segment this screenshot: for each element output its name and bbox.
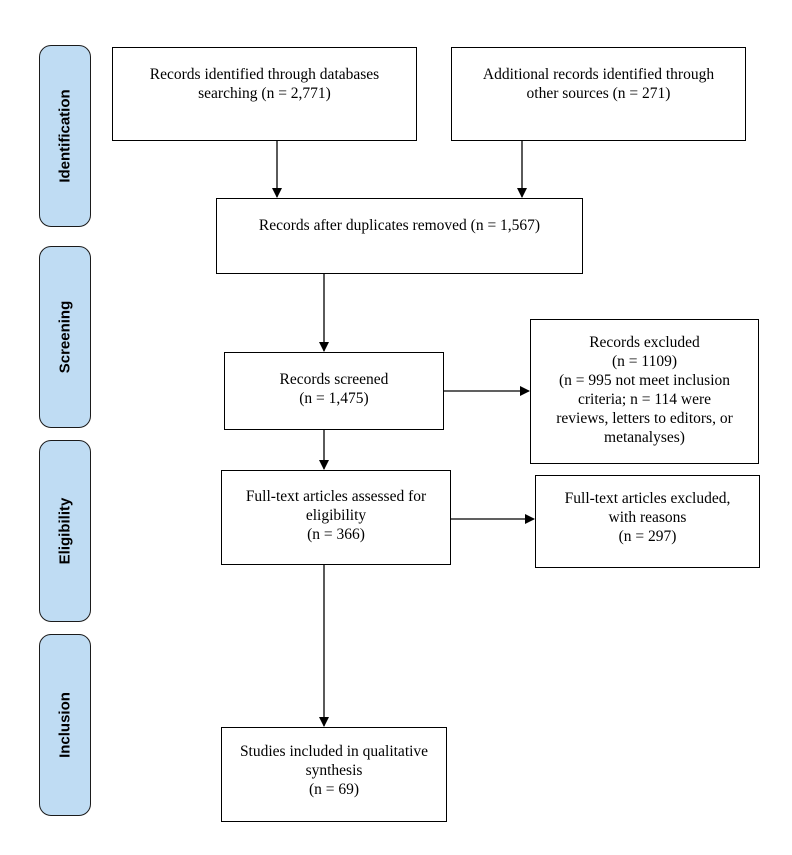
box-database-records-line-2: searching (n = 2,771) <box>198 85 331 102</box>
box-studies-included-line-3: (n = 69) <box>308 781 360 798</box>
box-fulltext-assessed: Full-text articles assessed for eligibil… <box>221 470 451 565</box>
box-records-excluded-line-3: (n = 995 not meet inclusion <box>558 372 731 389</box>
box-records-excluded: Records excluded (n = 1109) (n = 995 not… <box>530 319 759 464</box>
stage-inclusion: Inclusion <box>39 634 91 816</box>
box-fulltext-excluded: Full-text articles excluded, with reason… <box>535 475 760 568</box>
box-records-excluded-line-1: Records excluded <box>589 334 700 351</box>
box-other-sources-line-1: Additional records identified through <box>482 66 715 83</box>
box-fulltext-excluded-line-2: with reasons <box>608 509 687 526</box>
box-fulltext-assessed-line-3: (n = 366) <box>307 526 365 543</box>
box-other-sources-line-2: other sources (n = 271) <box>526 85 671 102</box>
box-database-records-line-1: Records identified through databases <box>149 66 380 83</box>
box-records-excluded-line-6: metanalyses) <box>604 429 685 446</box>
box-duplicates-removed-line-1: Records after duplicates removed (n = 1,… <box>258 217 541 234</box>
box-database-records: Records identified through databases sea… <box>112 47 417 141</box>
box-studies-included-line-1: Studies included in qualitative <box>239 743 429 760</box>
stage-screening: Screening <box>39 246 91 428</box>
box-fulltext-excluded-line-1: Full-text articles excluded, <box>564 490 731 507</box>
box-records-excluded-line-4: criteria; n = 114 were <box>578 391 711 408</box>
box-studies-included: Studies included in qualitative synthesi… <box>221 727 447 822</box>
box-records-screened-line-1: Records screened <box>279 371 389 388</box>
box-fulltext-assessed-line-1: Full-text articles assessed for <box>245 488 427 505</box>
box-fulltext-assessed-line-2: eligibility <box>305 507 367 524</box>
box-duplicates-removed: Records after duplicates removed (n = 1,… <box>216 198 583 274</box>
box-studies-included-line-2: synthesis <box>305 762 363 779</box>
box-records-excluded-line-5: reviews, letters to editors, or <box>556 410 733 427</box>
box-records-screened: Records screened (n = 1,475) <box>224 352 444 430</box>
box-fulltext-excluded-line-3: (n = 297) <box>618 528 677 545</box>
stage-identification: Identification <box>39 45 91 227</box>
box-other-sources-records: Additional records identified through ot… <box>451 47 746 141</box>
stage-eligibility: Eligibility <box>39 440 91 622</box>
box-records-screened-line-2: (n = 1,475) <box>299 390 369 407</box>
box-records-excluded-line-2: (n = 1109) <box>612 353 677 370</box>
